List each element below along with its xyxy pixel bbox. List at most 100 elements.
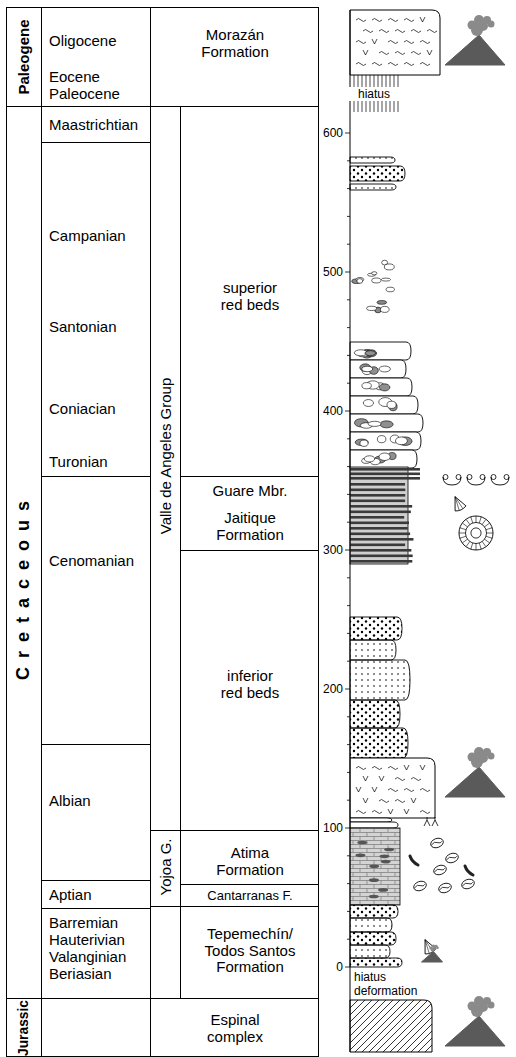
vertical-label: Valle de Angeles Group xyxy=(158,378,175,535)
pebble xyxy=(372,272,377,275)
tuff-wave xyxy=(420,63,430,66)
formation-name: Jaitique Formation xyxy=(200,510,300,543)
limestone-band xyxy=(350,538,413,541)
pebble xyxy=(357,279,363,284)
volcanic-unit xyxy=(350,758,435,818)
bivalve-symbol xyxy=(443,475,461,486)
ammonite-whorl xyxy=(465,522,486,543)
pebble xyxy=(386,287,394,292)
scale-tick xyxy=(347,355,350,356)
tuff-shard xyxy=(420,765,425,770)
limestone-band xyxy=(350,516,404,519)
tuff-wave xyxy=(356,63,366,66)
pebble xyxy=(365,351,376,356)
stage-cell: Cenomanian xyxy=(41,476,151,745)
pebble xyxy=(379,384,390,391)
bivalve-symbol xyxy=(467,475,485,486)
formation-name: superior red beds xyxy=(217,280,283,313)
sandstone-bed xyxy=(350,640,396,660)
vertical-label: Cretaceous xyxy=(14,492,34,680)
sandstone-bed xyxy=(350,918,392,932)
shell-spiral xyxy=(431,840,442,846)
ammonite-rib xyxy=(471,543,473,549)
sandstone-bed xyxy=(350,660,410,700)
gastropod-symbol xyxy=(444,852,459,865)
scale-tick xyxy=(347,911,350,912)
tuff-shard xyxy=(404,765,409,770)
limestone-band xyxy=(350,527,408,530)
tuff-wave xyxy=(356,41,366,44)
scale-tick xyxy=(347,383,350,384)
table-frame xyxy=(7,8,319,1057)
tuff-wave xyxy=(372,19,382,22)
pebble xyxy=(362,366,373,371)
formation-name: Morazán Formation xyxy=(195,27,275,60)
volcano-symbol xyxy=(445,15,505,65)
stage-name: Maastrichtian xyxy=(49,117,138,134)
limestone-band xyxy=(350,522,409,525)
tuff-shard xyxy=(363,798,368,803)
ammonite-rib xyxy=(459,533,465,534)
volcano-cone xyxy=(445,767,505,797)
gastropod-symbol xyxy=(429,837,444,850)
tuff-wave xyxy=(420,789,430,792)
shell-curl xyxy=(467,475,472,480)
limestone-unit xyxy=(350,828,400,905)
conglomerate-bed xyxy=(350,414,423,432)
limestone-band xyxy=(350,505,412,508)
shell-rib xyxy=(453,496,463,510)
shell-spiral xyxy=(439,885,450,891)
tuff-wave xyxy=(395,52,405,55)
ammonite-rib xyxy=(479,543,481,549)
ammonite-rib xyxy=(476,544,477,550)
ammonite-rib xyxy=(485,523,490,527)
scale-tick xyxy=(347,716,350,717)
formation-name: inferior red beds xyxy=(217,668,283,701)
volcanic-unit xyxy=(350,10,440,75)
shell-outline xyxy=(491,477,509,485)
pebble xyxy=(379,366,390,372)
group-cell: Yojoa G. xyxy=(150,830,181,907)
volcano-smoke xyxy=(488,1002,495,1009)
ammonite-rib xyxy=(486,528,492,530)
tuff-shard xyxy=(404,809,409,814)
scale-tick xyxy=(345,967,350,968)
tuff-wave xyxy=(356,811,366,814)
scale-tick xyxy=(345,689,350,690)
stage-cell: BarremianHauterivianValanginianBeriasian xyxy=(41,908,151,999)
volcano-smoke xyxy=(488,21,495,28)
scale-tick xyxy=(345,550,350,551)
tuff-wave xyxy=(379,800,389,803)
volcano-symbol xyxy=(445,996,505,1046)
tuff-wave xyxy=(388,767,398,770)
scale-tick xyxy=(347,494,350,495)
formation-cell: Espinal complex xyxy=(150,998,319,1057)
limestone-band xyxy=(350,477,420,480)
ammonite-rib xyxy=(487,533,493,534)
stage-name: Coniacian xyxy=(49,401,116,418)
formation-cell: Tepemechín/ Todos Santos Formation xyxy=(180,906,319,999)
chert-lens xyxy=(378,888,388,892)
tuff-wave xyxy=(388,19,398,22)
limestone-band xyxy=(350,494,405,497)
formation-name: Espinal complex xyxy=(200,1012,270,1045)
ammonite-rib xyxy=(460,528,466,530)
scale-number: 0 xyxy=(311,960,343,974)
scale-number: 400 xyxy=(311,404,343,418)
tuff-wave xyxy=(420,811,430,814)
scale-tick xyxy=(347,522,350,523)
shell-spiral xyxy=(414,883,425,889)
ammonite-whorl xyxy=(471,528,481,538)
sandstone-bed xyxy=(350,184,396,190)
tuff-shard xyxy=(420,17,425,22)
vertical-label: Yojoa G. xyxy=(158,839,175,896)
tuff-wave xyxy=(411,30,421,33)
ammonite-rib xyxy=(466,519,470,524)
volcano-cone xyxy=(445,35,505,65)
pebble xyxy=(381,278,390,281)
pebble xyxy=(380,421,393,428)
scale-tick xyxy=(347,883,350,884)
volcano-symbol xyxy=(445,747,505,797)
pebble xyxy=(387,401,396,408)
